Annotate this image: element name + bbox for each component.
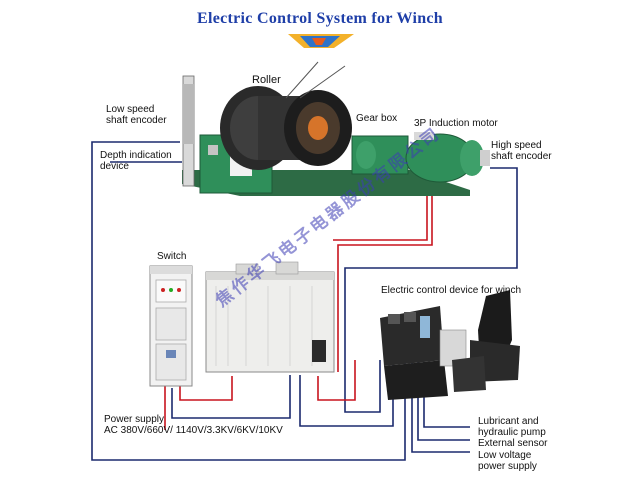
control-desk: [380, 290, 520, 400]
switch-cabinet: [149, 265, 193, 387]
wire-motor-power-2: [333, 192, 428, 241]
label-gear-box: Gear box: [356, 113, 398, 124]
logo-ribbon: [288, 34, 354, 48]
label-switch: Switch: [157, 251, 187, 262]
label-control-device: Electric control device for winch: [381, 285, 522, 296]
diagram-title: Electric Control System for Winch: [196, 10, 444, 27]
label-low-speed-encoder: Low speed shaft encoder: [106, 104, 167, 126]
wire-high-speed-encoder: [344, 167, 518, 413]
red-wires: [164, 192, 433, 430]
label-external-sensor: External sensor: [478, 438, 548, 449]
label-induction-motor: 3P Induction motor: [414, 118, 498, 129]
label-roller: Roller: [252, 74, 281, 86]
wire-cabinet-out: [317, 360, 356, 401]
inverter-cabinet: [205, 261, 335, 373]
wire-low-speed-encoder: [91, 141, 406, 461]
label-low-voltage-supply: Low voltage power supply: [478, 450, 537, 472]
label-depth-indication: Depth indication device: [100, 150, 172, 172]
high-speed-encoder: [480, 150, 490, 166]
winch-machine: [182, 61, 490, 196]
label-power-supply: Power supply AC 380V/660V/ 1140V/3.3KV/6…: [104, 414, 283, 436]
label-lubricant-pump: Lubricant and hydraulic pump: [478, 416, 546, 438]
wire-motor-power-1: [337, 192, 433, 372]
wire-switch-cabinet: [171, 375, 291, 419]
label-high-speed-encoder: High speed shaft encoder: [491, 140, 552, 162]
wire-switch-power: [179, 376, 233, 401]
